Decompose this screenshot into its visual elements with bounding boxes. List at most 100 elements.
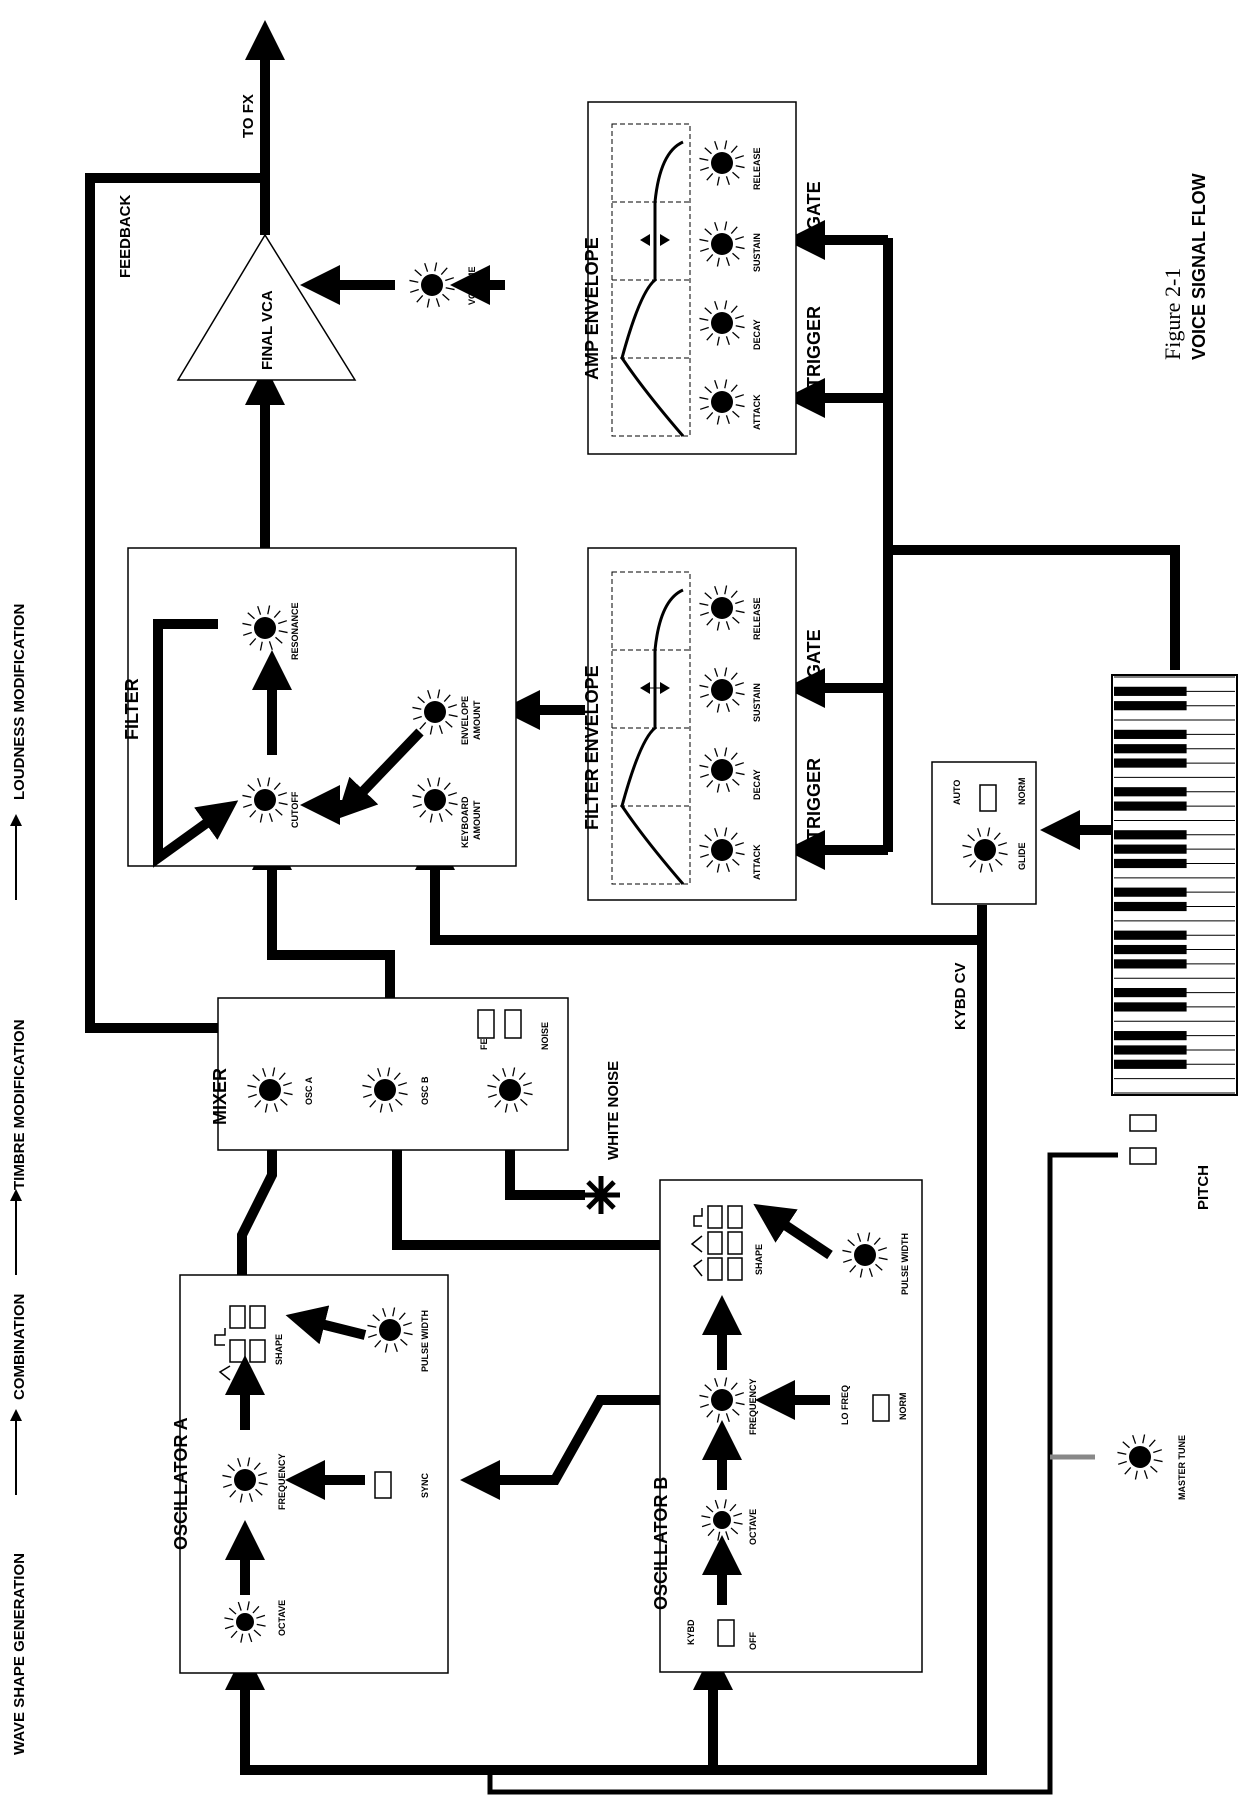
osc-b-lo-freq-switch[interactable]	[872, 1394, 890, 1422]
black-key[interactable]	[1114, 944, 1187, 955]
osc-b-kybd-label: KYBD	[686, 1619, 696, 1645]
mixer-to-filter-line	[252, 830, 395, 998]
osc-b-tri-switch-2[interactable]	[727, 1231, 743, 1255]
mixer-noise-knob[interactable]	[487, 1067, 533, 1113]
black-key[interactable]	[1114, 1031, 1187, 1041]
black-key[interactable]	[1114, 729, 1187, 739]
figure-number: Figure 2-1	[1160, 268, 1185, 360]
black-key[interactable]	[1114, 744, 1187, 754]
osc-a-saw-switch[interactable]	[229, 1339, 246, 1363]
black-key[interactable]	[1114, 858, 1187, 869]
black-key[interactable]	[1114, 930, 1187, 940]
white-noise-label: WHITE NOISE	[605, 1061, 622, 1160]
black-key[interactable]	[1114, 844, 1187, 854]
black-key[interactable]	[1114, 1002, 1187, 1012]
amp-env-decay-knob[interactable]	[699, 300, 745, 346]
filter-envelope-graph	[611, 571, 691, 885]
osc-a-frequency-knob[interactable]	[222, 1457, 268, 1503]
mixer-osc-a-knob[interactable]	[247, 1067, 293, 1113]
osc-b-pulse-width-knob[interactable]	[842, 1232, 888, 1278]
filter-env-sustain-knob[interactable]	[699, 667, 745, 713]
osc-a-pulse-switch[interactable]	[249, 1339, 266, 1363]
black-key[interactable]	[1114, 758, 1187, 768]
cutoff-knob[interactable]	[242, 777, 288, 823]
keyboard-amount-knob[interactable]	[412, 777, 458, 823]
kybd-cv-line	[415, 830, 987, 945]
resonance-label: RESONANCE	[290, 602, 300, 660]
osc-b-kybd-switch[interactable]	[717, 1619, 735, 1647]
osc-b-shape-label: SHAPE	[754, 1244, 764, 1275]
pitch-label: PITCH	[1195, 1165, 1212, 1210]
osc-b-pulse-switch[interactable]	[707, 1205, 723, 1229]
envelope-amount-label-2: AMOUNT	[472, 700, 482, 740]
envelope-amount-knob[interactable]	[412, 689, 458, 735]
pitch-wheel-2[interactable]	[1129, 1147, 1157, 1165]
amp-trigger-label: TRIGGER	[804, 306, 824, 388]
osc-a-octave-label: OCTAVE	[277, 1600, 287, 1636]
amp-envelope-panel	[587, 101, 797, 455]
osc-b-saw-switch-2[interactable]	[727, 1257, 743, 1281]
filter-env-attack-knob[interactable]	[699, 827, 745, 873]
feedback-label: FEEDBACK	[117, 194, 134, 278]
resonance-knob[interactable]	[242, 605, 288, 651]
osc-a-sync-switch[interactable]	[374, 1471, 392, 1499]
oscillator-b-title: OSCILLATOR B	[651, 1477, 671, 1610]
black-key[interactable]	[1114, 1045, 1187, 1055]
mixer-title: MIXER	[210, 1068, 230, 1125]
black-key[interactable]	[1114, 701, 1187, 711]
filter-internal-arrows	[153, 619, 424, 868]
osc-b-triangle-icon	[690, 1235, 703, 1253]
amp-env-attack-label: ATTACK	[752, 394, 762, 430]
noise-switch[interactable]	[504, 1009, 522, 1039]
filter-env-decay-knob[interactable]	[699, 747, 745, 793]
mixer-osc-b-label: OSC B	[420, 1076, 430, 1105]
black-key[interactable]	[1114, 830, 1187, 840]
master-tune-knob[interactable]	[1117, 1434, 1163, 1480]
final-vca-triangle	[176, 233, 357, 381]
black-key[interactable]	[1114, 801, 1187, 811]
stage-combination: COMBINATION	[11, 1294, 28, 1400]
glide-label: GLIDE	[1017, 842, 1027, 870]
oscillator-b-panel	[659, 1179, 923, 1673]
osc-a-sync-label: SYNC	[420, 1472, 430, 1498]
glide-auto-switch[interactable]	[979, 784, 997, 812]
amp-env-sustain-label: SUSTAIN	[752, 233, 762, 272]
to-fx-label: TO FX	[240, 94, 257, 138]
black-key[interactable]	[1114, 787, 1187, 797]
figure-title: VOICE SIGNAL FLOW	[1189, 173, 1209, 360]
osc-a-shape-label: SHAPE	[274, 1334, 284, 1365]
black-key[interactable]	[1114, 887, 1187, 897]
amp-env-release-label: RELEASE	[752, 147, 762, 190]
kybd-cv-label: KYBD CV	[952, 962, 969, 1030]
amp-envelope-graph	[611, 123, 691, 437]
osc-a-pulse-width-knob[interactable]	[367, 1307, 413, 1353]
osc-a-shape-switch-2[interactable]	[229, 1305, 246, 1329]
glide-norm-label: NORM	[1017, 778, 1027, 806]
master-tune-label: MASTER TUNE	[1177, 1435, 1187, 1500]
envamt-to-cutoff-arrow	[336, 728, 424, 820]
volume-knob[interactable]	[409, 262, 455, 308]
osc-b-pulse-switch-2[interactable]	[727, 1205, 743, 1229]
black-key[interactable]	[1114, 959, 1187, 969]
black-key[interactable]	[1114, 1059, 1187, 1069]
osc-a-pulse-switch-2[interactable]	[249, 1305, 266, 1329]
black-key[interactable]	[1114, 901, 1187, 912]
amp-env-release-knob[interactable]	[699, 140, 745, 186]
filter-env-release-knob[interactable]	[699, 585, 745, 631]
mixer-osc-b-knob[interactable]	[362, 1067, 408, 1113]
black-key[interactable]	[1114, 686, 1187, 696]
glide-knob[interactable]	[962, 827, 1008, 873]
pitch-wheel-1[interactable]	[1129, 1114, 1157, 1132]
osc-b-off-label: OFF	[748, 1632, 758, 1650]
feedb-switch[interactable]	[477, 1009, 495, 1039]
osc-a-octave-knob[interactable]	[224, 1601, 266, 1643]
filter-gate-label: GATE	[804, 629, 824, 678]
osc-b-saw-switch[interactable]	[707, 1257, 723, 1281]
amp-gate-label: GATE	[804, 181, 824, 230]
keyboard[interactable]	[1111, 674, 1238, 1096]
black-key[interactable]	[1114, 987, 1187, 998]
amp-env-attack-knob[interactable]	[699, 379, 745, 425]
envelope-amount-label-1: ENVELOPE	[460, 696, 470, 745]
amp-env-sustain-knob[interactable]	[699, 221, 745, 267]
osc-b-tri-switch[interactable]	[707, 1231, 723, 1255]
